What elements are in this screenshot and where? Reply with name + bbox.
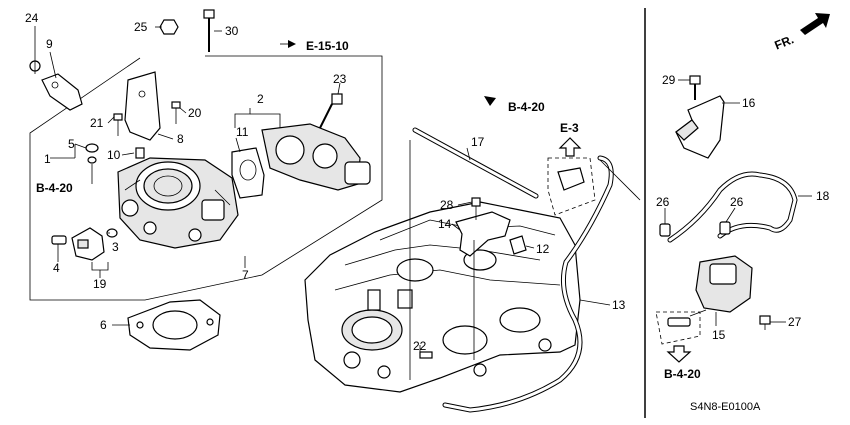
rod-17[interactable] (412, 127, 539, 199)
part-label: 27 (788, 315, 802, 329)
clip-12[interactable] (509, 235, 527, 255)
part-label: 17 (471, 135, 485, 149)
b-4-20-bottom-arrow (666, 345, 692, 363)
diagram-code: S4N8-E0100A (690, 401, 761, 413)
bolt-21[interactable] (113, 113, 123, 136)
reference-e-15-10: E-15-10 (306, 39, 349, 53)
part-label: 10 (107, 148, 121, 162)
part-label: 21 (90, 116, 104, 130)
washer-5[interactable] (85, 143, 99, 153)
bracket-14[interactable] (455, 211, 511, 257)
part-label: 18 (816, 189, 830, 203)
bracket-9[interactable] (41, 73, 83, 111)
part-label: 30 (225, 24, 239, 38)
e-3-arrow (558, 137, 582, 157)
part-label: 7 (242, 268, 249, 282)
hose-18[interactable] (667, 171, 798, 243)
bolt-23[interactable] (319, 93, 343, 129)
b-4-20-top-arrow (484, 96, 496, 106)
part-label: 19 (93, 277, 107, 291)
o-ring-1[interactable] (87, 156, 97, 184)
part-label: 24 (25, 11, 39, 25)
vacuum-hose-13[interactable] (442, 155, 614, 413)
b-4-20-bottom-fitting (655, 311, 701, 345)
part-label: 28 (440, 198, 454, 212)
solenoid-valve-15[interactable] (689, 255, 753, 317)
e-15-10-arrow (280, 40, 296, 48)
hose-clamp-26-right[interactable] (719, 221, 731, 235)
seal-10[interactable] (135, 147, 145, 159)
part-label: 9 (46, 37, 53, 51)
bracket-16[interactable] (675, 95, 725, 159)
part-label: 22 (413, 339, 427, 353)
reference-b-4-20-top: B-4-20 (508, 100, 545, 114)
part-label: 16 (742, 96, 756, 110)
part-label: 13 (612, 298, 626, 312)
part-label: 8 (177, 132, 184, 146)
hose-clamp-26-left[interactable] (659, 223, 671, 237)
part-label: 12 (536, 242, 550, 256)
nut-25[interactable] (159, 19, 179, 35)
bolt-29[interactable] (689, 75, 701, 100)
o-ring-3[interactable] (106, 228, 118, 238)
part-label: 20 (188, 106, 202, 120)
idle-air-control-valve[interactable] (261, 123, 371, 191)
throttle-body-gasket[interactable] (127, 299, 221, 351)
iac-gasket[interactable] (231, 147, 265, 199)
front-direction-label: FR. (773, 32, 796, 52)
part-label: 6 (100, 318, 107, 332)
part-label: 23 (333, 72, 347, 86)
part-label: 3 (112, 240, 119, 254)
leader-lines (34, 26, 812, 380)
reference-b-4-20-bottom: B-4-20 (664, 367, 701, 381)
bolt-30[interactable] (203, 9, 215, 52)
part-label: 5 (68, 137, 75, 151)
reference-b-4-20-left: B-4-20 (36, 181, 73, 195)
throttle-assembly-boundary (29, 55, 383, 301)
bolt-20[interactable] (171, 101, 181, 124)
part-label: 26 (656, 195, 670, 209)
part-label: 26 (730, 195, 744, 209)
throttle-position-sensor[interactable] (71, 227, 105, 261)
stay-bracket-8[interactable] (124, 71, 161, 141)
pin-22[interactable] (419, 351, 433, 359)
e-3-fitting (547, 157, 596, 216)
part-label: 2 (257, 92, 264, 106)
part-label: 11 (236, 125, 249, 139)
tp-sensor-screw[interactable] (51, 235, 67, 245)
part-label: 25 (134, 20, 148, 34)
reference-e-3: E-3 (560, 121, 579, 135)
front-direction-arrow-icon (800, 13, 830, 35)
part-label: 4 (53, 261, 60, 275)
bolt-24[interactable] (29, 58, 41, 74)
part-labels: 1 2 3 4 5 6 7 8 9 10 11 12 13 14 15 16 1… (25, 11, 830, 353)
part-label: 29 (662, 73, 676, 87)
part-label: 15 (712, 328, 726, 342)
part-label: 1 (44, 152, 51, 166)
throttle-body[interactable] (117, 157, 239, 249)
intake-manifold[interactable] (304, 201, 581, 393)
part-label: 14 (438, 217, 452, 231)
bolt-27[interactable] (759, 315, 771, 330)
